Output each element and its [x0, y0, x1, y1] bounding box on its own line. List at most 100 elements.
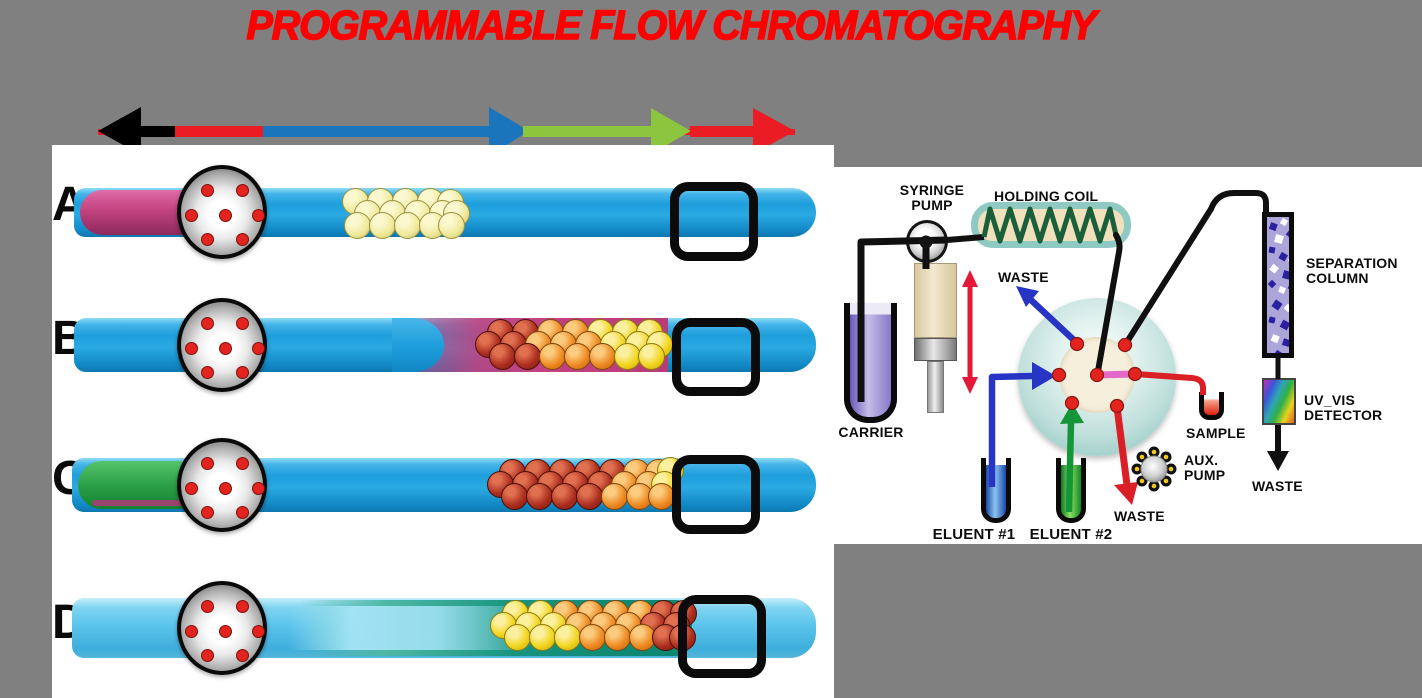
detection-window [670, 182, 758, 261]
bead [563, 342, 591, 370]
eluent1-arrowhead [1032, 362, 1056, 390]
valve-icon [177, 438, 267, 532]
red-segment [175, 126, 264, 137]
coil-valve-tube [1095, 232, 1123, 374]
valve-port-dot [236, 366, 249, 379]
valve-port-dot [201, 317, 214, 330]
bead [500, 482, 528, 510]
pump-valve-dot [919, 235, 933, 249]
valve-port-dot [185, 482, 198, 495]
detector-waste-arrowhead [1267, 451, 1289, 471]
uv-vis-detector-label: UV_VIS DETECTOR [1304, 392, 1383, 424]
holding-coil-coil [981, 206, 1119, 244]
valve-ports [1051, 336, 1143, 414]
valve-port-dot [219, 342, 232, 355]
carrier-vessel [844, 303, 897, 423]
valve-icon [177, 581, 267, 675]
bead [368, 211, 396, 239]
detection-window [672, 455, 760, 534]
valve-icon [177, 165, 267, 259]
valve-waste-label: WASTE [998, 269, 1049, 285]
valve-port-dot [236, 184, 249, 197]
valve-port-dot [201, 184, 214, 197]
valve-port-dot [236, 649, 249, 662]
bead [528, 623, 556, 651]
valve-port-dot [219, 482, 232, 495]
eluent2-arrowhead [1060, 403, 1084, 424]
column-packing-pattern [1267, 217, 1289, 353]
separation-label-line2: COLUMN [1306, 270, 1369, 287]
syringe-pump-label-line2: PUMP [911, 197, 953, 214]
syringe-barrel [914, 263, 957, 338]
eluent1-label: ELUENT #1 [932, 526, 1016, 543]
valve-icon [177, 298, 267, 392]
bead [393, 211, 421, 239]
pump-waste-line [1113, 406, 1131, 486]
valve-port-dot [236, 457, 249, 470]
piston-arrow-down [962, 377, 978, 394]
separation-label-line1: SEPARATION [1306, 255, 1398, 271]
sample-label: SAMPLE [1186, 425, 1246, 441]
valve-port-dot [236, 506, 249, 519]
syringe-pump-label: SYRINGE PUMP [892, 182, 972, 214]
pump-waste-label: WASTE [1114, 508, 1165, 524]
bead [553, 623, 581, 651]
carrier-tube [857, 236, 948, 402]
bead-cluster-row-c [52, 145, 834, 698]
sample-line [1134, 371, 1206, 395]
arrow-baseline [98, 129, 795, 135]
sample-cup [1199, 392, 1224, 420]
bead [628, 623, 656, 651]
separation-column [1262, 212, 1294, 358]
uvvis-label-line2: DETECTOR [1304, 407, 1383, 424]
valve-port-dot [201, 457, 214, 470]
piston-arrow-up [962, 270, 978, 287]
bead [637, 342, 665, 370]
valve-port-dot [185, 342, 198, 355]
valve-port-dot [201, 649, 214, 662]
detection-window [672, 318, 760, 396]
aux-pump-label-line1: AUX. [1184, 452, 1219, 468]
bead [647, 482, 675, 510]
bead [588, 342, 616, 370]
valve-port-dot [236, 600, 249, 613]
valve-port-dot [236, 317, 249, 330]
valve-port-dot [219, 209, 232, 222]
valve-port-dot [185, 625, 198, 638]
carrier-label: CARRIER [838, 424, 904, 440]
bead [488, 342, 516, 370]
aux-pump-label: AUX. PUMP [1184, 452, 1226, 484]
valve-port-dot [252, 482, 265, 495]
eluent1-line [988, 372, 1034, 487]
aux-pump-label-line2: PUMP [1184, 467, 1226, 484]
syringe-plunger-rod [927, 361, 944, 413]
aux-pump-icon [1131, 446, 1177, 492]
bead-cluster-row-b [52, 145, 834, 698]
bead [503, 623, 531, 651]
page-title: PROGRAMMABLE FLOW CHROMATOGRAPHY [246, 1, 1097, 49]
uvvis-label-line1: UV_VIS [1304, 392, 1355, 408]
valve-waste-arrowhead [1016, 286, 1039, 307]
valve-port-dot [252, 342, 265, 355]
pump-waste-arrowhead [1114, 482, 1138, 505]
bead-cluster-row-a [52, 145, 834, 698]
tube-sequence-panel: A B C D [52, 145, 834, 698]
valve-port-dot [185, 209, 198, 222]
valve-waste-line [1028, 297, 1080, 346]
bead [603, 623, 631, 651]
valve-port-dot [252, 209, 265, 222]
schematic-tubing-layer [857, 190, 1289, 513]
valve-port-dot [201, 506, 214, 519]
eluent2-line [1065, 420, 1075, 513]
holding-coil-label: HOLDING COIL [994, 188, 1099, 204]
valve-port-dot [219, 625, 232, 638]
flow-system-schematic: SYRINGE PUMP HOLDING COIL WASTE CARRIER … [834, 167, 1422, 544]
valve-port-dot [201, 233, 214, 246]
bead [343, 211, 371, 239]
syringe-piston [914, 338, 957, 361]
valve-port-dot [236, 233, 249, 246]
bead [437, 211, 465, 239]
valve-port-dot [201, 600, 214, 613]
carrier-front-bulge [392, 318, 444, 372]
valve-port-dot [252, 625, 265, 638]
